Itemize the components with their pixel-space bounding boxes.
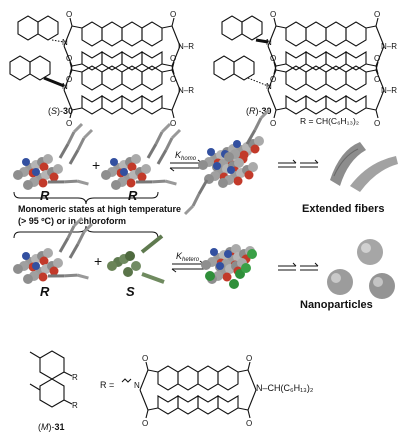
homo-left-label: R: [40, 188, 50, 203]
homo-right-r-model: [101, 122, 182, 203]
monomer-brace: [13, 191, 159, 205]
homo-right-label: R: [128, 188, 138, 203]
hetero-row: R + S Khetero: [13, 216, 395, 311]
hetero-multi-arrows: [278, 262, 319, 271]
hetero-right-label: S: [126, 284, 135, 299]
k-homo-label: Khomo: [175, 150, 197, 162]
s-30-lower-nr: N–R: [178, 86, 194, 95]
m-31-structure: R R: [29, 350, 78, 410]
monomeric-note-line2: (> 95 ºC) or in chloroform: [18, 216, 126, 226]
r-30-structure: N N N–R N–R: [213, 9, 397, 129]
attachment-squiggle: [121, 378, 132, 383]
homo-equilibrium-arrow: [169, 159, 203, 172]
m-31-r-lower: R: [72, 401, 78, 410]
hetero-plus: +: [94, 253, 102, 269]
r-30-lower-naphthyl: [213, 55, 255, 81]
monomer-brace-lower: [13, 225, 159, 239]
r-group-definition: R = CH(C₆H₁₃)₂: [300, 116, 359, 126]
s-30-structure: N N N–R N–R: [9, 9, 194, 129]
hetero-left-label: R: [40, 284, 50, 299]
k-hetero-label: Khetero: [176, 251, 200, 263]
m-31-pdi: [139, 353, 257, 429]
r-30-lower-nr: N–R: [381, 86, 397, 95]
m-31-n-substituent: N–CH(C₆H₁₃)₂: [256, 383, 314, 393]
r-30-upper-naphthyl: [221, 15, 263, 41]
homo-plus: +: [92, 157, 100, 173]
s-30-lower-pdi: [63, 53, 181, 129]
hetero-dimer-model: [201, 244, 257, 289]
s-30-upper-nr: N–R: [178, 42, 194, 51]
m-31-n-left: N: [134, 381, 140, 390]
extended-fibers-image: [330, 142, 398, 192]
nanoparticles-label: Nanoparticles: [300, 299, 373, 311]
nanoparticles-image: [327, 239, 395, 299]
hetero-left-r-model: [13, 216, 94, 297]
homo-left-r-model: [13, 122, 94, 203]
s-30-upper-naphthyl: [17, 15, 59, 41]
m-31-r-upper: R: [72, 373, 78, 382]
r-30-upper-nr: N–R: [381, 42, 397, 51]
monomeric-note-line1: Monomeric states at high temperature: [18, 204, 181, 214]
s-30-label: (S)-30: [48, 106, 73, 116]
m-31-r-equals: R =: [100, 380, 114, 390]
m-31-label: (M)-31: [38, 422, 65, 432]
extended-fibers-label: Extended fibers: [302, 203, 385, 215]
s-30-lower-naphthyl: [9, 55, 51, 81]
homo-dimer-model: [183, 108, 271, 216]
hetero-right-s-model: [107, 234, 165, 284]
homo-multi-arrows: [278, 159, 319, 168]
homo-row: R + R Khomo: [13, 108, 398, 216]
